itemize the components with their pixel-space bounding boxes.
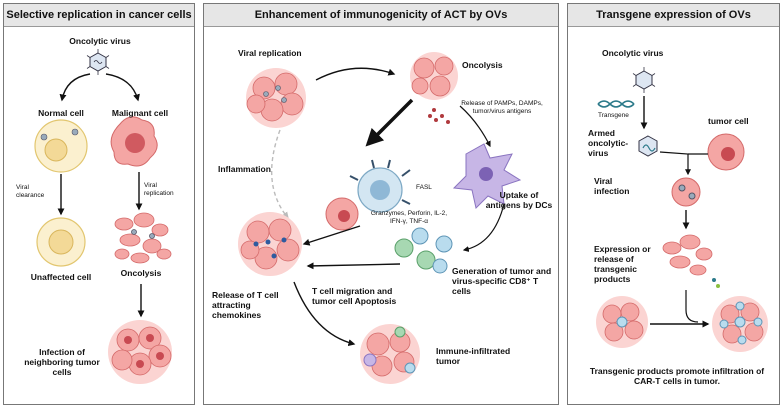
transgenic-products-label: Transgenic products promote infiltration… (589, 366, 765, 386)
viral-replication-label: Viral replication (144, 182, 174, 197)
granzymes-label: Granzymes, Perforin, IL-2, IFN-γ, TNF-α (370, 210, 448, 225)
car-t-tumor-right-icon (712, 296, 768, 352)
expression-cluster-icon (662, 234, 720, 288)
panel-immunogenicity: Enhancement of immunogenicity of ACT by … (203, 3, 559, 405)
unaffected-cell-label: Unaffected cell (30, 272, 92, 282)
oncolysis-tumor-icon (410, 52, 458, 124)
unaffected-cell-icon (36, 217, 86, 267)
armed-oncolytic-virus-icon (638, 135, 658, 157)
oncolytic-virus-icon (632, 67, 656, 93)
selective-replication-graphic (34, 49, 172, 384)
infected-tumor-icon (671, 177, 701, 207)
oncolytic-virus-label: Oncolytic virus (602, 48, 664, 58)
immune-infiltrated-label: Immune-infiltrated tumor (436, 346, 511, 366)
viral-replication-tumor-icon (246, 68, 306, 128)
immune-infiltrated-tumor-icon (360, 324, 420, 384)
panel-transgene: Transgene expression of OVs (567, 3, 780, 405)
transgene-label: Transgene (598, 112, 629, 119)
apoptosis-tumor-icon (238, 212, 302, 276)
malignant-cell-label: Malignant cell (111, 108, 169, 118)
release-pamps-label: Release of PAMPs, DAMPs, tumor/virus ant… (461, 100, 543, 115)
oncolysis-label: Oncolysis (120, 268, 162, 278)
oncolysis-label: Oncolysis (462, 60, 503, 70)
immunogenicity-graphic (238, 52, 522, 384)
tumor-cell-icon (707, 133, 745, 171)
oncolytic-virus-label: Oncolytic virus (69, 36, 131, 46)
fasl-label: FASL (416, 184, 432, 191)
viral-replication-label: Viral replication (238, 48, 302, 58)
oncolytic-virus-icon (86, 49, 110, 75)
panel-selective-replication: Selective replication in cancer cells (3, 3, 195, 405)
panel-title-transgene: Transgene expression of OVs (568, 4, 779, 27)
cd8-t-cell-cluster-icon (394, 227, 453, 274)
oncolysis-cluster-icon (114, 212, 172, 264)
generation-label: Generation of tumor and virus-specific C… (452, 266, 552, 296)
expression-label: Expression or release of transgenic prod… (594, 244, 651, 284)
dendritic-cell-icon (452, 143, 522, 209)
viral-clearance-label: Viral clearance (16, 184, 45, 199)
release-chemokines-label: Release of T cell attracting chemokines (212, 290, 279, 320)
car-t-tumor-left-icon (596, 296, 648, 348)
inflammation-label: Inflammation (218, 164, 271, 174)
normal-cell-icon (34, 119, 88, 173)
uptake-label: Uptake of antigens by DCs (485, 190, 553, 210)
normal-cell-label: Normal cell (38, 108, 84, 118)
panel-title-selective-replication: Selective replication in cancer cells (4, 4, 194, 27)
viral-infection-label: Viral infection (594, 176, 630, 196)
migration-label: T cell migration and tumor cell Apoptosi… (312, 286, 397, 306)
t-cell-icon (349, 159, 411, 213)
transgene-dna-icon (597, 100, 635, 108)
target-tumor-cell-icon (325, 197, 359, 231)
tumor-cluster-icon (108, 320, 172, 384)
transgene-graphic (596, 67, 768, 352)
malignant-cell-icon (110, 116, 158, 167)
armed-ov-label: Armed oncolytic-virus (588, 128, 629, 158)
infection-label: Infection of neighboring tumor cells (24, 347, 100, 377)
tumor-cell-label: tumor cell (708, 116, 749, 126)
panel-title-immunogenicity: Enhancement of immunogenicity of ACT by … (204, 4, 558, 27)
